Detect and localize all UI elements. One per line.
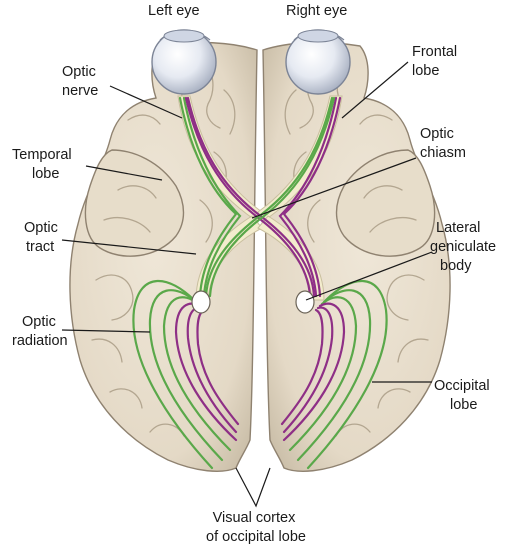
occipital-lobe-label: Occipital lobe — [434, 378, 494, 413]
optic-radiation-label: Optic radiation — [12, 314, 68, 349]
right-lateral-geniculate-body — [295, 290, 315, 314]
left-eyeball — [151, 29, 217, 95]
right-temporal-lobe — [335, 149, 436, 257]
labels: Left eye Right eye Frontal lobe Optic ne… — [12, 3, 500, 545]
right-eye-label: Right eye — [286, 3, 347, 19]
temporal-lobe-label: Temporal lobe — [12, 147, 76, 182]
left-temporal-lobe — [84, 149, 185, 257]
right-eyeball — [285, 29, 351, 95]
optic-tract-label: Optic tract — [24, 220, 62, 255]
leader-lines — [61, 61, 433, 508]
left-lateral-geniculate-body — [191, 290, 211, 314]
visual-cortex-label: Visual cortex of occipital lobe — [206, 510, 306, 545]
left-eye-label: Left eye — [148, 3, 200, 19]
right-optic-nerve — [257, 95, 343, 223]
optic-nerve-label: Optic nerve — [62, 64, 100, 99]
lateral-geniculate-body-label: Lateral geniculate body — [430, 220, 500, 274]
optic-chiasm-label: Optic chiasm — [420, 126, 466, 161]
frontal-lobe-label: Frontal lobe — [412, 44, 461, 79]
brain — [69, 41, 451, 472]
fiber-pathways — [132, 96, 388, 470]
